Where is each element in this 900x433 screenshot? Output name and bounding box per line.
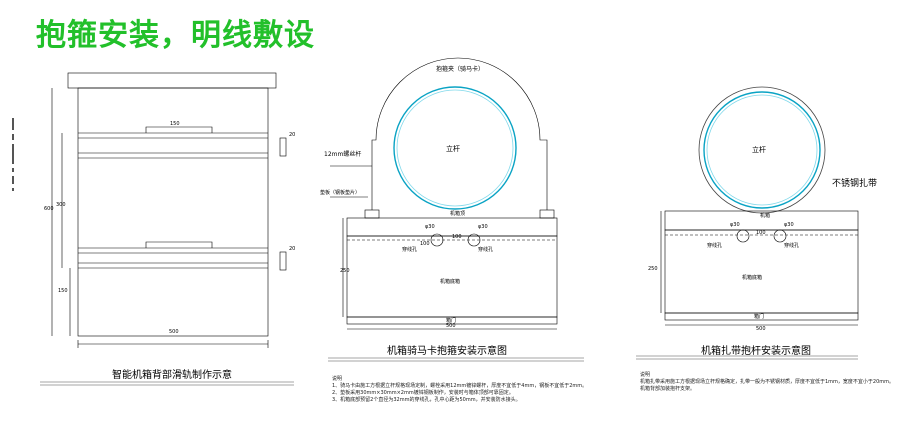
fig3-top-label: 机箱 — [760, 212, 770, 219]
fig3-hole-l — [736, 229, 750, 243]
fig3-width-label: 500 — [756, 326, 766, 332]
fig2-pole-outer — [393, 86, 517, 210]
fig3-notes-title: 说明 — [640, 372, 651, 378]
fig2-clamp — [371, 57, 548, 210]
fig3-height-label: 250 — [648, 266, 658, 272]
fig2-hole-r-label: φ30 — [478, 224, 488, 230]
fig3-hole-r-label: φ30 — [784, 222, 794, 228]
fig3-note-2: 机箱背部加装抱杆支架。 — [640, 386, 696, 392]
fig3-pole-label: 立杆 — [752, 145, 766, 154]
page-title: 抱箍安装，明线敷设 — [36, 18, 315, 53]
fig2-box-body — [346, 235, 558, 318]
fig3-note-1: 机箱扎带采用施工方根据现场立杆规格确定，扎带一般为不锈钢材质，厚度不宜低于1mm… — [640, 379, 895, 385]
fig3-hole-l-label: φ30 — [730, 222, 740, 228]
fig3-door-label: 箱门 — [754, 313, 764, 320]
fig1-lower-bracket — [145, 241, 213, 248]
fig2-notes: 说明 1、骑马卡由施工方根据立杆规格现场定制，螺栓采用12mm镀锌螺杆，厚度不宜… — [332, 376, 587, 404]
fig1-dim-width: 500 — [169, 329, 179, 335]
fig3-box-body — [664, 229, 859, 314]
fig2-body-label: 机箱底箱 — [440, 278, 460, 285]
fig1-dim-total: 600 — [44, 206, 54, 212]
fig2-note-3: 3、机箱底部预留2个直径为32mm的穿线孔，孔中心距为50mm，并安装防水接头。 — [332, 397, 521, 403]
fig1-upper-bracket — [145, 126, 213, 133]
fig2-hole-l — [430, 233, 444, 247]
fig3-pole-inner — [706, 94, 818, 206]
fig3-notes: 说明 机箱扎带采用施工方根据现场立杆规格确定，扎带一般为不锈钢材质，厚度不宜低于… — [640, 372, 894, 393]
fig3-door — [664, 312, 859, 321]
fig3-body-label: 机箱底箱 — [742, 274, 762, 281]
fig3-caption: 机箱扎带抱杆安装示意图 — [701, 346, 811, 357]
fig3-drawing — [660, 86, 859, 326]
fig2-pitch-label: 100 — [452, 234, 462, 240]
fig2-wire-r-label: 穿线孔 — [478, 246, 493, 253]
fig2-pole-inner — [396, 89, 514, 207]
fig2-drawing — [330, 57, 558, 330]
fig2-wire-l-label: 穿线孔 — [402, 246, 417, 253]
fig2-washer-l — [364, 209, 380, 219]
fig1-rail-drawing — [51, 72, 287, 348]
fig3-pitch-label: 100 — [756, 230, 766, 236]
fig2-hole-l-label: φ30 — [425, 224, 435, 230]
fig3-wire-r-label: 穿线孔 — [784, 242, 799, 249]
fig3-strap-label: 不锈钢扎带 — [832, 177, 877, 189]
fig2-pole-label: 立杆 — [446, 144, 460, 153]
fig1-upper-tab — [279, 137, 287, 157]
fig2-top-label: 机箱顶 — [450, 210, 465, 217]
fig2-note-1: 1、骑马卡由施工方根据立杆规格现场定制，螺栓采用12mm镀锌螺杆，厚度不宜低于4… — [332, 383, 588, 389]
fig3-wire-l-label: 穿线孔 — [707, 242, 722, 249]
fig2-caption: 机箱骑马卡抱箍安装示意图 — [387, 346, 507, 357]
fig1-dim-low: 150 — [58, 288, 68, 294]
fig1-caption: 智能机箱背部滑轨制作示意 — [112, 370, 232, 381]
fig2-door — [346, 316, 558, 325]
fig1-dim-tab-w2: 20 — [289, 246, 295, 252]
fig1-lower-tab — [279, 251, 287, 271]
fig1-back-panel — [77, 87, 269, 337]
fig3-hole-r — [773, 229, 787, 243]
fig2-note-2: 2、垫板采用30mm×30mm×2mm镀锌钢板制作，安装时与箱体顶部可靠固定。 — [332, 390, 514, 396]
fig2-washer-label: 垫板（钢板垫片） — [320, 189, 360, 196]
fig2-door-label: 箱门 — [446, 317, 456, 324]
fig1-dim-mid: 300 — [56, 202, 66, 208]
fig2-rod-label: 12mm螺丝杆 — [324, 150, 361, 158]
fig2-height-label: 250 — [340, 268, 350, 274]
fig1-dim-tab-w: 20 — [289, 132, 295, 138]
fig3-pole-outer — [703, 91, 821, 209]
fig2-clamp-label: 抱箍夹（骑马卡） — [436, 65, 484, 73]
fig1-dim-top: 150 — [170, 121, 180, 127]
margin-marks — [12, 118, 15, 195]
fig2-width-label: 500 — [446, 323, 456, 329]
fig2-hole-r — [467, 233, 481, 247]
fig2-washer-r — [539, 209, 555, 219]
fig3-strap — [698, 86, 826, 214]
fig2-notes-title: 说明 — [332, 376, 343, 382]
fig2-pitch2-label: 100 — [420, 241, 430, 247]
fig1-dim-text: 150 20 20 600 300 150 500 — [44, 121, 295, 335]
fig1-cap-plate — [67, 72, 277, 89]
